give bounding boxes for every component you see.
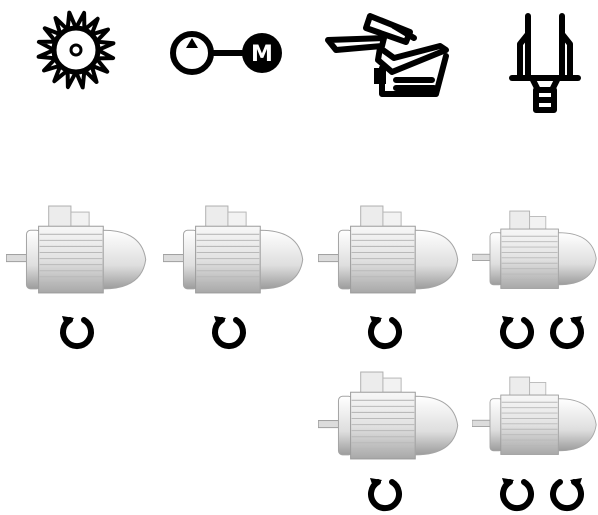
motor-6 [472, 370, 598, 466]
saw-ring [51, 25, 101, 75]
clockwise-rotation-icon [364, 312, 404, 352]
clockwise-rotation-icon [56, 312, 96, 352]
pump-motor-icon: M [168, 30, 288, 76]
motor-5 [318, 370, 460, 466]
counterclockwise-rotation-icon [548, 474, 588, 514]
counterclockwise-rotation-icon [548, 312, 588, 352]
clockwise-rotation-icon [496, 312, 536, 352]
motor-1 [6, 204, 148, 300]
fork-lift-icon [508, 10, 584, 120]
clockwise-rotation-icon [496, 474, 536, 514]
motor-4 [472, 204, 598, 300]
clockwise-rotation-icon [364, 474, 404, 514]
clockwise-rotation-icon [208, 312, 248, 352]
motor-2 [163, 204, 305, 300]
press-machine-icon [322, 6, 454, 104]
saw-hub [69, 43, 83, 57]
saw-blade-icon [26, 8, 126, 92]
motor-letter: M [251, 42, 273, 67]
motor-3 [318, 204, 460, 300]
